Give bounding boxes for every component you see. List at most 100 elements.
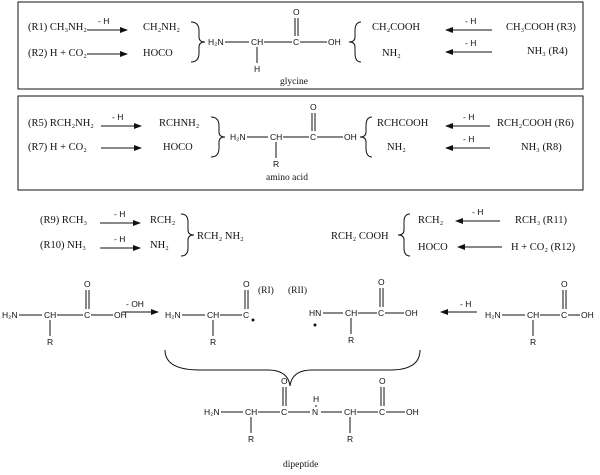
ri-label: (RI)	[258, 285, 274, 296]
dp-o1: O	[281, 376, 288, 386]
r1-reactant: (R1) CH₃NH₂	[28, 22, 87, 33]
gly-o: O	[293, 7, 300, 17]
r1-product: CH₂NH₂	[143, 22, 180, 33]
dp-n: N	[312, 407, 318, 417]
dp-r2: R	[347, 434, 353, 444]
dp-c1: C	[281, 407, 287, 417]
ri-o: O	[243, 279, 250, 289]
r4-product: NH₂	[382, 48, 401, 59]
gly-c: C	[293, 37, 299, 47]
dp-h2n: H₂N	[204, 407, 220, 417]
amino-left-brace	[210, 116, 226, 158]
r6-product: RCHCOOH	[377, 118, 429, 129]
lefta-c: C	[84, 310, 90, 320]
r9-condition: - H	[114, 209, 125, 219]
aa-oh: OH	[344, 132, 357, 142]
rii-label: (RII)	[288, 285, 307, 296]
lefta-r: R	[47, 337, 53, 347]
rii-radical-dot	[313, 323, 317, 327]
r12-reactant: H + CO₂ (R12)	[511, 242, 576, 253]
righta-h2n: H₂N	[485, 310, 501, 320]
aa-o: O	[310, 102, 317, 112]
r10-condition: - H	[114, 234, 125, 244]
r11-product: RCH₂	[418, 215, 444, 226]
rii-ch: CH	[345, 308, 357, 318]
radicals-left-brace	[180, 213, 195, 257]
dp-o2: O	[379, 376, 386, 386]
dp-nh-h: H	[313, 394, 319, 404]
r8-reactant: NH₃ (R8)	[521, 142, 562, 153]
r8-condition: - H	[463, 134, 474, 144]
righta-c: C	[561, 310, 567, 320]
r9-reactant: (R9) RCH₃	[40, 215, 87, 226]
combo-right-product: RCH₂ COOH	[331, 231, 389, 242]
amino-panel-frame	[17, 95, 584, 191]
rii-hn: HN	[309, 308, 321, 318]
dp-ch1: CH	[245, 407, 257, 417]
r10-reactant: (R10) NH₃	[40, 240, 86, 251]
rii-oh: OH	[405, 308, 418, 318]
r6-reactant: RCH₂COOH (R6)	[497, 118, 574, 129]
ri-ch: CH	[207, 310, 219, 320]
aa-c: C	[310, 132, 316, 142]
rii-o: O	[378, 277, 385, 287]
minus-oh-condition: - OH	[126, 299, 144, 309]
radicals-right-brace	[397, 213, 411, 257]
righta-oh: OH	[581, 310, 594, 320]
r12-product: HOCO	[418, 242, 448, 253]
glycine-name: glycine	[280, 77, 308, 87]
r5-product: RCHNH₂	[159, 118, 200, 129]
r3-reactant: CH₃COOH (R3)	[506, 22, 576, 33]
gly-h: H	[254, 64, 260, 74]
r7-reactant: (R7) H + CO₂	[28, 142, 87, 153]
r1-condition: - H	[98, 16, 109, 26]
r4-reactant: NH₃ (R4)	[527, 46, 568, 57]
r9-product: RCH₂	[150, 215, 176, 226]
dipeptide-name: dipeptide	[283, 460, 318, 470]
dp-oh: OH	[406, 407, 419, 417]
righta-r: R	[530, 337, 536, 347]
aa-r: R	[273, 159, 279, 169]
glycine-right-brace	[348, 21, 362, 63]
r7-product: HOCO	[163, 142, 193, 153]
lefta-o: O	[84, 279, 91, 289]
amino-acid-name: amino acid	[266, 173, 308, 183]
gly-ch: CH	[251, 37, 263, 47]
ri-h2n: H₂N	[165, 310, 181, 320]
righta-o: O	[561, 279, 568, 289]
r4-condition: - H	[465, 38, 476, 48]
lefta-ch: CH	[44, 310, 56, 320]
ri-radical-dot	[251, 318, 255, 322]
ri-c: C	[243, 310, 249, 320]
aa-ch: CH	[270, 132, 282, 142]
dp-c2: C	[379, 407, 385, 417]
r6-condition: - H	[463, 112, 474, 122]
ri-r: R	[210, 337, 216, 347]
aa-h2n: H₂N	[230, 132, 246, 142]
combination-brace	[164, 349, 421, 387]
glycine-left-brace	[190, 21, 206, 63]
gly-oh: OH	[328, 37, 341, 47]
lefta-h2n: H₂N	[2, 310, 18, 320]
r3-condition: - H	[465, 16, 476, 26]
gly-h2n: H₂N	[208, 37, 224, 47]
righta-ch: CH	[527, 310, 539, 320]
dp-ch2: CH	[344, 407, 356, 417]
r8-product: NH₂	[387, 142, 406, 153]
r5-condition: - H	[112, 112, 123, 122]
r11-reactant: RCH₃ (R11)	[515, 215, 567, 226]
r10-product: NH₂	[150, 240, 169, 251]
r5-reactant: (R5) RCH₂NH₂	[28, 118, 94, 129]
minus-h-condition: - H	[460, 299, 471, 309]
r3-product: CH₂COOH	[372, 22, 420, 33]
rii-r: R	[348, 335, 354, 345]
rii-c: C	[378, 308, 384, 318]
lefta-oh: OH	[114, 310, 127, 320]
combo-left-product: RCH₂ NH₂	[197, 231, 244, 242]
r11-condition: - H	[472, 207, 483, 217]
amino-right-brace	[359, 116, 373, 158]
r2-product: HOCO	[143, 48, 173, 59]
r2-reactant: (R2) H + CO₂	[28, 48, 87, 59]
